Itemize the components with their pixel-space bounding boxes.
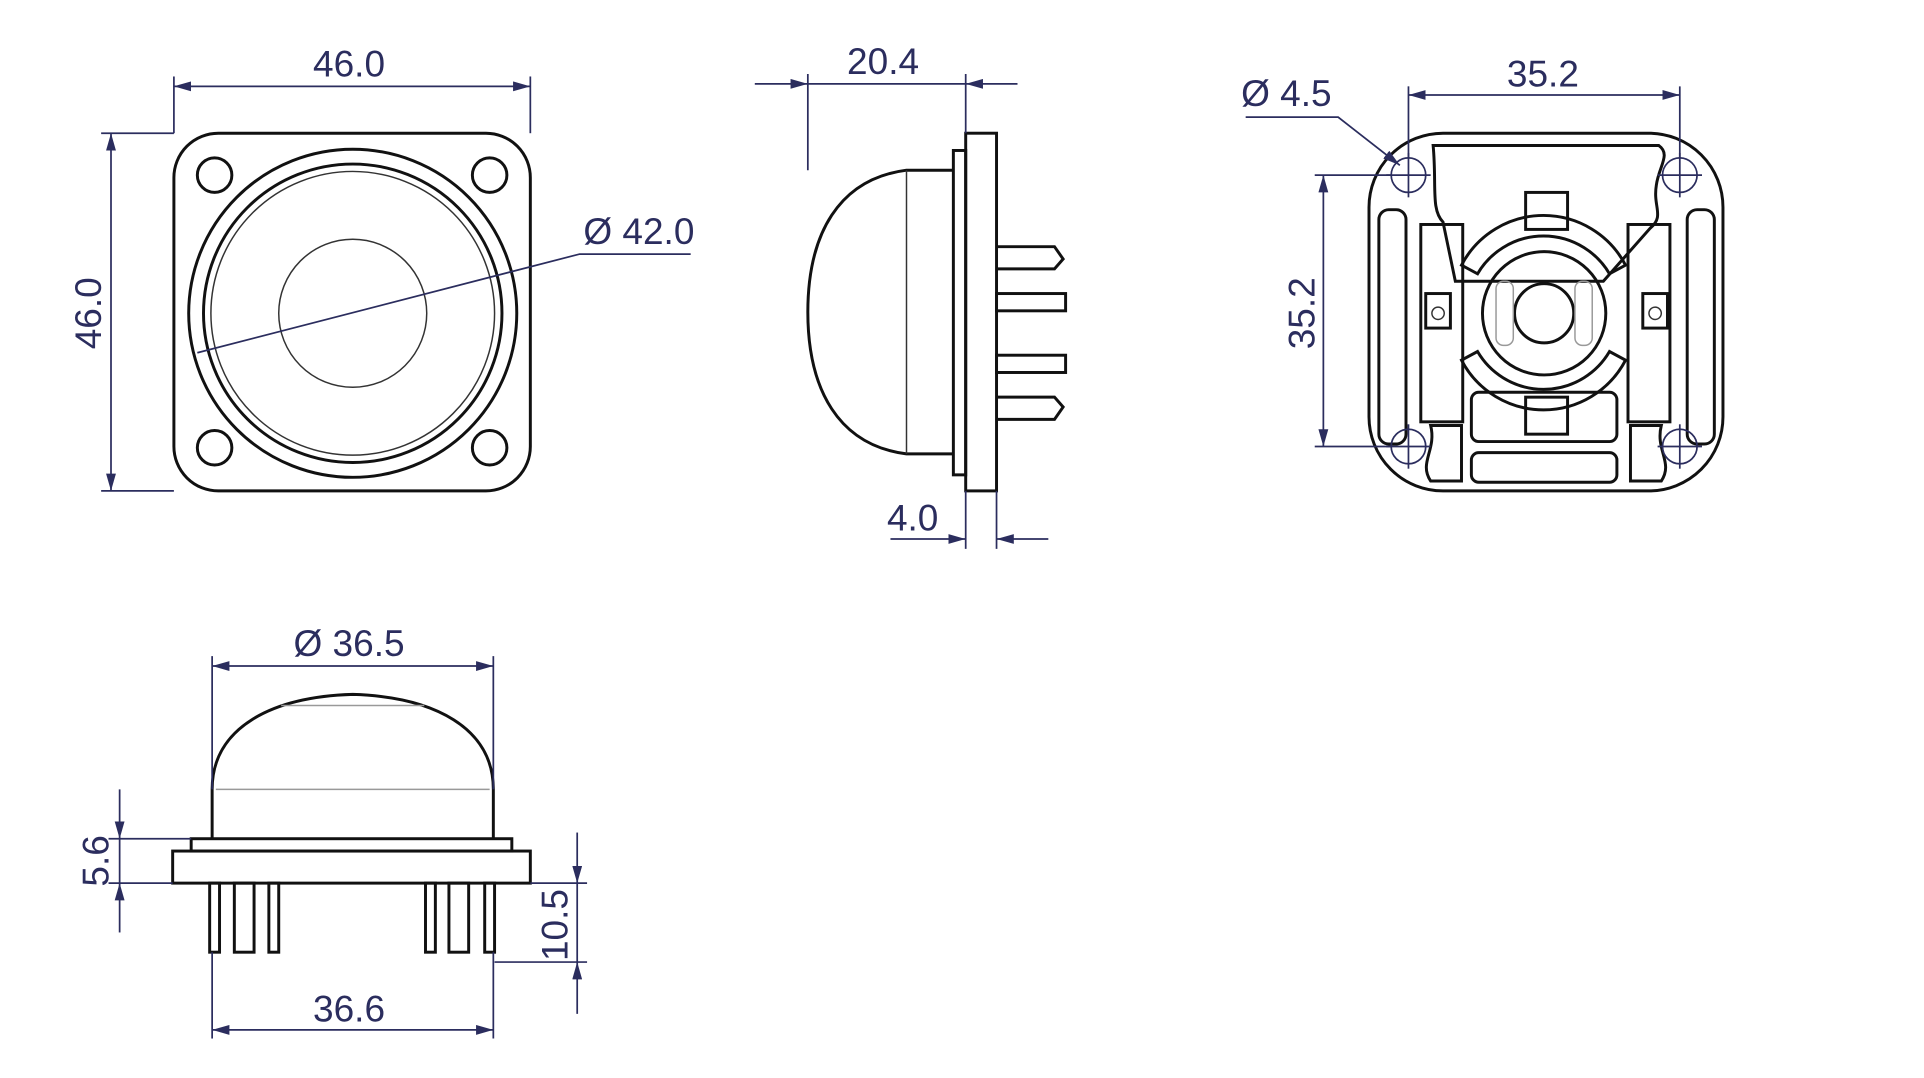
side-dome [806,168,954,456]
right-rail [1685,208,1716,446]
bottom-housing-outline [1367,131,1725,493]
side-flange [964,131,999,493]
connector-pins [208,881,497,954]
socket-center [1513,282,1576,345]
bottom-view: 35.2 35.2 Ø 4.5 [1241,53,1725,493]
dome-diameter-label: Ø 36.5 [293,623,404,664]
flange-height-label: 5.6 [76,835,117,886]
pin-spacing-label: 36.6 [313,988,385,1029]
elevation-dome [210,692,495,839]
side-view: 20.4 4.0 [754,41,1068,549]
side-plate [951,148,968,477]
left-contact-housing [1419,223,1465,424]
mounting-hole [195,156,234,194]
lower-arc-slot [1459,349,1628,412]
connector-pin [995,292,1068,313]
connector-pin [996,395,1066,421]
dimension-flange-label: 4.0 [887,497,938,538]
elevation-step [189,837,514,853]
hole-spacing-y-label: 35.2 [1282,277,1323,349]
top-slot [1431,144,1666,283]
lens-diameter-label: Ø 42.0 [583,211,694,252]
elevation-view: Ø 36.5 5.6 10.5 36.6 [76,623,588,1039]
lens-ring [202,162,504,465]
dimension-depth-label: 20.4 [847,41,919,82]
elevation-flange [171,849,532,885]
diameter-leader [197,253,691,354]
upper-arc-slot [1459,213,1628,276]
lens-center [277,238,428,389]
lens-ring-outer [187,147,519,479]
mounting-hole [195,428,234,467]
left-rail [1377,208,1408,446]
front-view: 46.0 46.0 Ø 42.0 [68,43,694,493]
front-housing-outline [172,131,532,493]
connector-pin [995,353,1068,374]
hole-diameter-leader [1245,116,1401,166]
right-contact-housing [1626,223,1672,424]
mounting-hole [470,156,509,194]
hole-diameter-label: Ø 4.5 [1241,73,1331,114]
mounting-hole [470,428,509,467]
hole-spacing-x-label: 35.2 [1507,53,1579,94]
dimension-width-label: 46.0 [313,43,385,84]
lens-ring-inner [210,170,496,456]
socket-ring [1480,250,1608,377]
pin-length-label: 10.5 [534,889,575,961]
connector-pin [996,245,1066,271]
dimension-height-label: 46.0 [68,277,109,349]
